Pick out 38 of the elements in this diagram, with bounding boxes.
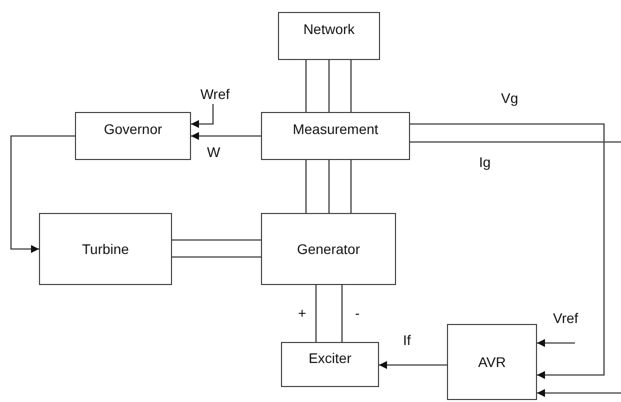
block-box bbox=[75, 112, 191, 160]
edge-label: W bbox=[206, 144, 222, 160]
arrow bbox=[191, 132, 261, 140]
arrow bbox=[379, 361, 447, 369]
edge-label: If bbox=[402, 332, 412, 348]
connector-line bbox=[315, 285, 317, 342]
block-box bbox=[447, 324, 537, 400]
connector-line bbox=[350, 160, 352, 213]
block-label: AVR bbox=[478, 354, 506, 370]
block-box bbox=[261, 213, 396, 285]
block-box bbox=[261, 112, 410, 160]
connector-line bbox=[328, 60, 330, 112]
block-label: Generator bbox=[296, 241, 360, 257]
block-label: Exciter bbox=[308, 350, 352, 366]
arrow bbox=[537, 339, 575, 347]
connector-line bbox=[341, 285, 343, 342]
arrow bbox=[410, 123, 605, 379]
arrow bbox=[10, 135, 75, 253]
connector-line bbox=[350, 60, 352, 112]
edge-label: Vg bbox=[500, 90, 520, 106]
block-label: Measurement bbox=[292, 121, 378, 137]
connector-line bbox=[410, 141, 621, 143]
block-label: Governor bbox=[104, 121, 162, 137]
block-box bbox=[281, 342, 379, 387]
edge-label: Vref bbox=[552, 310, 580, 326]
block-label: Turbine bbox=[82, 241, 129, 257]
edge-label: Ig bbox=[478, 154, 492, 170]
connector-line bbox=[328, 160, 330, 213]
block-box bbox=[278, 12, 380, 60]
block-box bbox=[39, 213, 172, 285]
block-label: Network bbox=[303, 21, 355, 37]
connector-line bbox=[305, 160, 307, 213]
arrow bbox=[537, 389, 621, 397]
signal-label: Wref bbox=[198, 86, 232, 104]
connector-line bbox=[172, 256, 261, 258]
connector-line bbox=[305, 60, 307, 112]
arrow bbox=[191, 104, 214, 128]
connector-line bbox=[172, 239, 261, 241]
